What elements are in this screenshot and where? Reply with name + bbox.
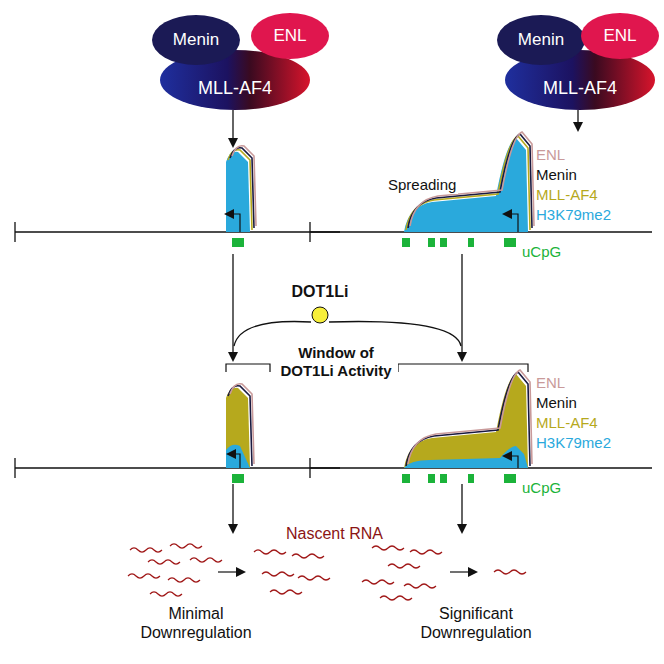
node-label: ENL (603, 26, 636, 46)
node-label: DOT1Li (292, 283, 349, 301)
arrow (232, 254, 233, 360)
gene-track (15, 384, 340, 483)
text-label: Spreading (386, 176, 458, 194)
protein-oval: ENL (580, 12, 660, 60)
node-label: ENL (273, 26, 306, 46)
bracket (226, 364, 270, 372)
text-label: H3K79me2 (536, 206, 611, 224)
node-label: Menin (173, 30, 219, 50)
text-label: MLL-AF4 (536, 414, 598, 432)
text-label: Menin (536, 166, 577, 184)
node-label: Menin (518, 30, 564, 50)
protein-oval: ENL (250, 12, 330, 60)
text-label: uCpG (522, 479, 561, 497)
text-label: Minimal Downregulation (131, 604, 261, 642)
node-label: MLL-AF4 (198, 78, 272, 99)
arrow (577, 110, 578, 130)
arrow (461, 484, 462, 532)
gene-track (15, 146, 340, 247)
gene-track (310, 370, 652, 483)
text-label: Significant Downregulation (411, 604, 541, 642)
inhibitor-path (329, 322, 461, 347)
text-label: Nascent RNA (286, 524, 383, 543)
node-label: MLL-AF4 (543, 78, 617, 99)
inhibitor-path (234, 322, 311, 347)
arrow (461, 254, 462, 360)
arrow (232, 484, 233, 532)
text-label: uCpG (522, 243, 561, 261)
rna-waves (128, 544, 526, 600)
protein-oval: Menin (151, 14, 241, 66)
text-label: Menin (536, 394, 577, 412)
inhibitor-circle (310, 305, 330, 325)
text-label: ENL (536, 374, 565, 392)
text-label: H3K79me2 (536, 434, 611, 452)
text-label: ENL (536, 146, 565, 164)
protein-oval: Menin (496, 14, 586, 66)
text-label: Window of DOT1Li Activity (274, 344, 398, 380)
arrow (450, 571, 476, 572)
arrow (218, 571, 244, 572)
arrow (232, 110, 233, 146)
gene-track (310, 132, 652, 247)
bracket (398, 364, 528, 372)
inhibitor-node: DOT1Li (290, 283, 351, 325)
text-label: MLL-AF4 (536, 186, 598, 204)
